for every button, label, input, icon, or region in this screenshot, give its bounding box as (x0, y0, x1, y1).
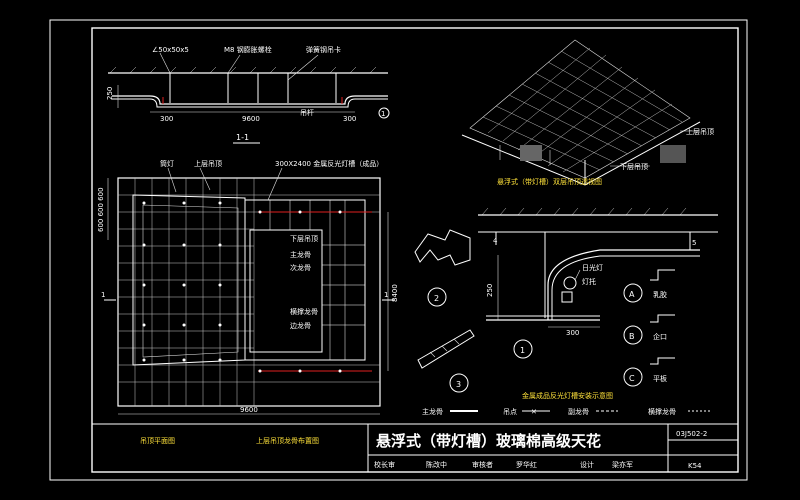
section-ref-mark: 1 (381, 110, 385, 118)
section-label-rod: 吊杆 (300, 108, 314, 117)
section-label-angle: ∠50x50x5 (152, 46, 189, 54)
plan-label-main-keel: 主龙骨 (290, 250, 311, 259)
detail-option-c-mark: C (629, 374, 635, 383)
sign-2: 罗华红 (516, 460, 537, 469)
plan-label-upper: 上层吊顶 (194, 159, 222, 168)
plan-label-cross-keel: 横撑龙骨 (290, 307, 318, 316)
sign-3: 梁亦军 (612, 460, 633, 469)
detail-dim-width: 300 (566, 329, 579, 337)
sign-1: 陈改中 (426, 460, 447, 469)
legend: 主龙骨 吊点 ✕ 副龙骨 横撑龙骨 (422, 407, 710, 416)
plan-section-left: 1 (101, 291, 105, 299)
detail-option-a-mark: A (629, 290, 635, 299)
section-dim-left: 300 (160, 115, 173, 123)
main-title: 悬浮式（带灯槽）玻璃棉高级天花 (376, 432, 601, 450)
plan-label-panel: 300X2400 金属反光灯槽（成品） (275, 159, 383, 168)
section-dim-right: 300 (343, 115, 356, 123)
role-1: 校长审 (374, 460, 395, 469)
legend-hanger: 吊点 (503, 408, 517, 416)
section-view: 250 300 9600 300 吊杆 1 ∠50x50x5 M8 钢膨胀螺栓 … (106, 45, 390, 144)
plan-title: 吊顶平面图 (140, 437, 175, 445)
detail-circle-2: 2 (434, 294, 439, 303)
legend-sub: 副龙骨 (568, 407, 589, 416)
detail-circle-3: 3 (456, 380, 461, 389)
page-number: K54 (688, 462, 702, 470)
detail-view: 4 5 250 300 日光灯 灯托 A 乳胶 B 企口 C 平板 2 1 3 (414, 207, 718, 400)
plan-label-edge-keel: 边龙骨 (290, 321, 311, 330)
title-block: 吊顶平面图 上层吊顶龙骨布置图 悬浮式（带灯槽）玻璃棉高级天花 03J502-2… (92, 423, 738, 472)
outer-border (49, 19, 748, 481)
drawing-code: 03J502-2 (676, 430, 707, 438)
plan-view: 筒灯 上层吊顶 300X2400 金属反光灯槽（成品） 下层吊顶 主龙骨 次龙骨… (97, 159, 399, 415)
section-label-hanger: 弹簧钢吊卡 (306, 45, 341, 54)
detail-number-4: 4 (493, 237, 498, 245)
detail-dim-height: 250 (486, 284, 494, 297)
legend-main: 主龙骨 (422, 407, 443, 416)
svg-text:✕: ✕ (531, 408, 537, 416)
detail-option-a-label: 乳胶 (653, 290, 667, 299)
detail-option-b-label: 企口 (653, 332, 667, 341)
detail-option-b-mark: B (629, 332, 635, 341)
plan-dim-left: 600 600 600 (97, 187, 105, 232)
keel-title: 上层吊顶龙骨布置图 (256, 436, 319, 445)
plan-dim-width: 9600 (240, 406, 258, 414)
section-dim-span: 9600 (242, 115, 260, 123)
detail-circle-1: 1 (520, 346, 525, 355)
plan-dim-height: 8400 (391, 284, 399, 302)
plan-label-lower: 下层吊顶 (290, 235, 318, 243)
plan-label-sub-keel: 次龙骨 (290, 263, 311, 272)
persp-label-upper: 上层吊顶 (686, 127, 714, 136)
persp-caption: 悬浮式（带灯槽）双层吊顶透视图 (497, 177, 602, 186)
detail-label-reflector: 日光灯 (582, 263, 603, 272)
persp-label-lower: 下层吊顶 (620, 163, 648, 171)
plan-label-downlight: 筒灯 (160, 159, 174, 168)
role-2: 审核者 (472, 460, 493, 469)
detail-number-5: 5 (692, 239, 696, 247)
role-3: 设计 (580, 460, 594, 469)
section-title: 1-1 (236, 133, 249, 142)
detail-caption: 金属成品反光灯槽安装示意图 (522, 391, 613, 400)
detail-option-c-label: 平板 (653, 374, 667, 383)
plan-section-right: 1 (384, 291, 388, 299)
section-dim-depth: 250 (106, 87, 114, 100)
legend-cross: 横撑龙骨 (648, 407, 676, 416)
section-label-bolt: M8 钢膨胀螺栓 (224, 45, 272, 54)
detail-label-support: 灯托 (582, 277, 596, 286)
inner-border (91, 27, 739, 473)
perspective-view: 上层吊顶 下层吊顶 悬浮式（带灯槽）双层吊顶透视图 (461, 39, 714, 186)
